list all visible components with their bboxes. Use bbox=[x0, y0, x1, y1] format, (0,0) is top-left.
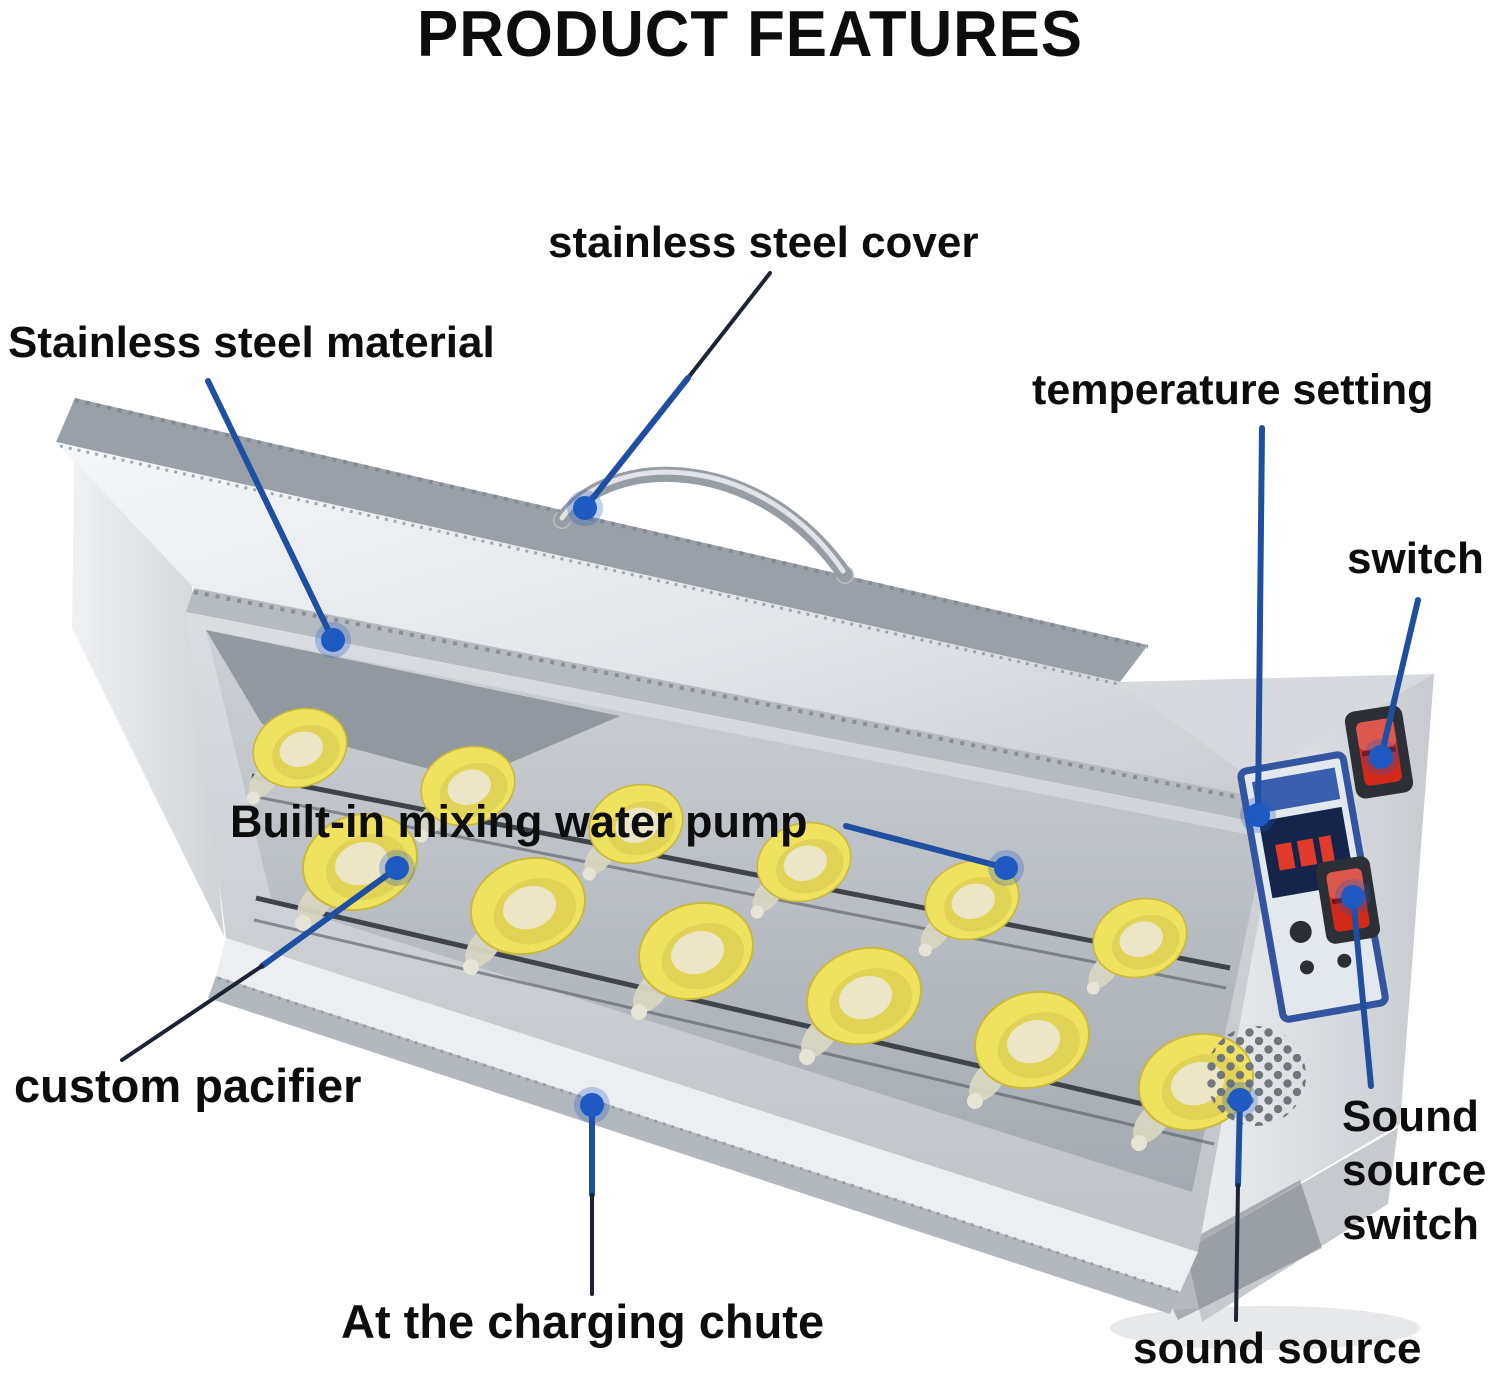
callout-label-sound-source: sound source bbox=[1133, 1324, 1422, 1373]
leader-line-cover-blue bbox=[582, 375, 691, 511]
leader-line-sound-switch bbox=[1350, 894, 1374, 1089]
leader-line-pacifier-dark bbox=[120, 964, 264, 1062]
callout-label-pump: Built-in mixing water pump bbox=[230, 796, 808, 847]
callout-label-pacifier: custom pacifier bbox=[14, 1059, 362, 1112]
page-title: PRODUCT FEATURES bbox=[417, 0, 1083, 70]
lid-front-edge bbox=[186, 588, 1284, 826]
left-end-panel bbox=[72, 398, 224, 936]
anchor-dot-sound-source bbox=[1228, 1088, 1252, 1112]
back-rim bbox=[56, 398, 1148, 682]
leader-line-sound-source bbox=[1235, 1097, 1243, 1188]
callout-label-switch: switch bbox=[1347, 534, 1484, 583]
leader-line-sound-source-dark bbox=[1234, 1183, 1240, 1322]
rim-serration bbox=[74, 398, 1149, 649]
anchor-dot-sound-switch bbox=[1341, 885, 1365, 909]
leader-line-switch bbox=[1378, 597, 1421, 760]
opening-hood-shadow bbox=[206, 630, 620, 780]
leader-line-material bbox=[205, 378, 336, 643]
leader-line-temperature bbox=[1255, 425, 1265, 816]
speaker-grille bbox=[1206, 1026, 1306, 1126]
sound-switch-line-3: switch bbox=[1342, 1200, 1479, 1249]
anchor-dot-chute bbox=[580, 1093, 604, 1117]
anchor-dot-switch bbox=[1369, 745, 1393, 769]
nipple-rails bbox=[251, 773, 1231, 1146]
anchor-dot-pacifier bbox=[385, 856, 409, 880]
anchor-dot-pump bbox=[994, 856, 1018, 880]
callout-label-material: Stainless steel material bbox=[8, 318, 495, 367]
leader-line-pump bbox=[843, 823, 1009, 871]
callout-label-cover: stainless steel cover bbox=[548, 218, 979, 267]
lid-top bbox=[56, 442, 1284, 802]
leader-line-pacifier bbox=[259, 865, 400, 969]
lid-back-serration bbox=[59, 444, 1119, 686]
sound-switch-line-1: Sound bbox=[1342, 1092, 1479, 1141]
leader-line-cover bbox=[686, 271, 772, 380]
anchor-dot-material bbox=[321, 628, 345, 652]
callout-label-chute: At the charging chute bbox=[341, 1295, 825, 1348]
lid-front-serration bbox=[193, 590, 1283, 808]
callout-label-sound-switch: Sound source switch bbox=[1342, 1090, 1486, 1252]
callout-label-temperature: temperature setting bbox=[1032, 366, 1434, 414]
anchor-dot-temperature bbox=[1246, 803, 1270, 827]
ground-shadow bbox=[1110, 1306, 1420, 1350]
charging-chute bbox=[208, 938, 1198, 1314]
anchor-dot-cover bbox=[573, 496, 597, 520]
right-top-rim bbox=[1120, 674, 1434, 802]
sound-switch-line-2: source bbox=[1342, 1146, 1487, 1195]
callout-leaders bbox=[120, 271, 1421, 1322]
